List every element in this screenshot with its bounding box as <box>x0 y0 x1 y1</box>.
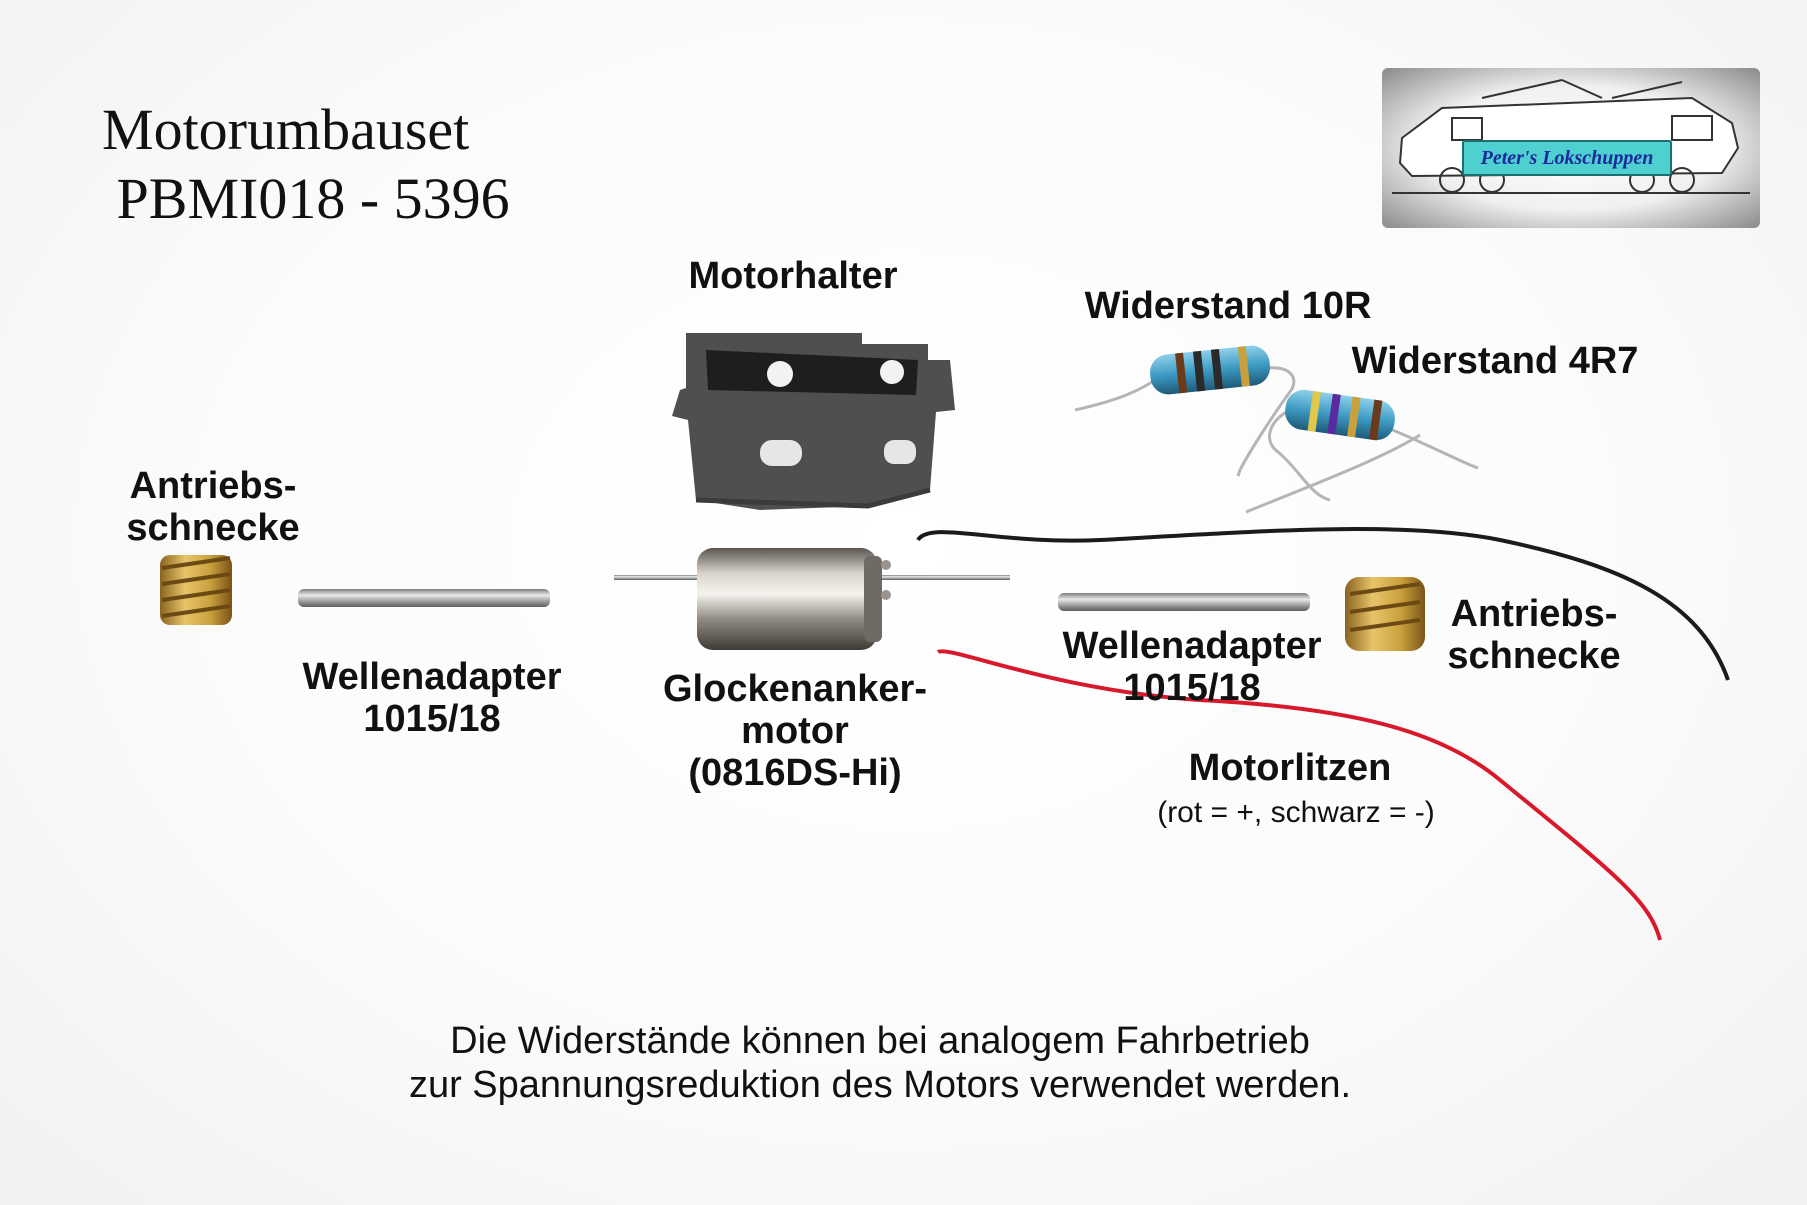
title-line1: Motorumbauset <box>102 97 470 162</box>
shaft-left <box>298 589 550 607</box>
label-antriebsschnecke-left: Antriebs- schnecke <box>126 465 300 549</box>
worm-gear-right <box>1345 577 1425 651</box>
label-widerstand-4r7: Widerstand 4R7 <box>1351 340 1639 382</box>
motor-holder <box>672 333 955 510</box>
label-wellenadapter-right: Wellenadapter 1015/18 <box>1062 625 1322 709</box>
label-wellenadapter-left: Wellenadapter 1015/18 <box>302 656 562 740</box>
worm-gear-left <box>160 555 232 625</box>
label-motor: Glockenanker- motor (0816DS-Hi) <box>663 668 927 794</box>
motor <box>614 548 1010 650</box>
logo-text: Peter's Lokschuppen <box>1462 140 1672 176</box>
label-motorhalter: Motorhalter <box>688 255 898 297</box>
title-line2: PBMI018 - 5396 <box>102 166 510 231</box>
resistor-10r <box>1074 345 1296 477</box>
black-wire <box>916 527 1730 681</box>
label-motorlitzen: Motorlitzen <box>1188 747 1392 789</box>
label-widerstand-10r: Widerstand 10R <box>1084 285 1372 327</box>
label-motorlitzen-note: (rot = +, schwarz = -) <box>1157 796 1435 829</box>
note-text: Die Widerstände können bei analogem Fahr… <box>408 1020 1352 1106</box>
red-wire <box>937 649 1662 941</box>
shaft-right <box>1058 593 1310 611</box>
label-antriebsschnecke-right: Antriebs- schnecke <box>1447 593 1621 677</box>
resistor-4r7 <box>1245 389 1479 514</box>
